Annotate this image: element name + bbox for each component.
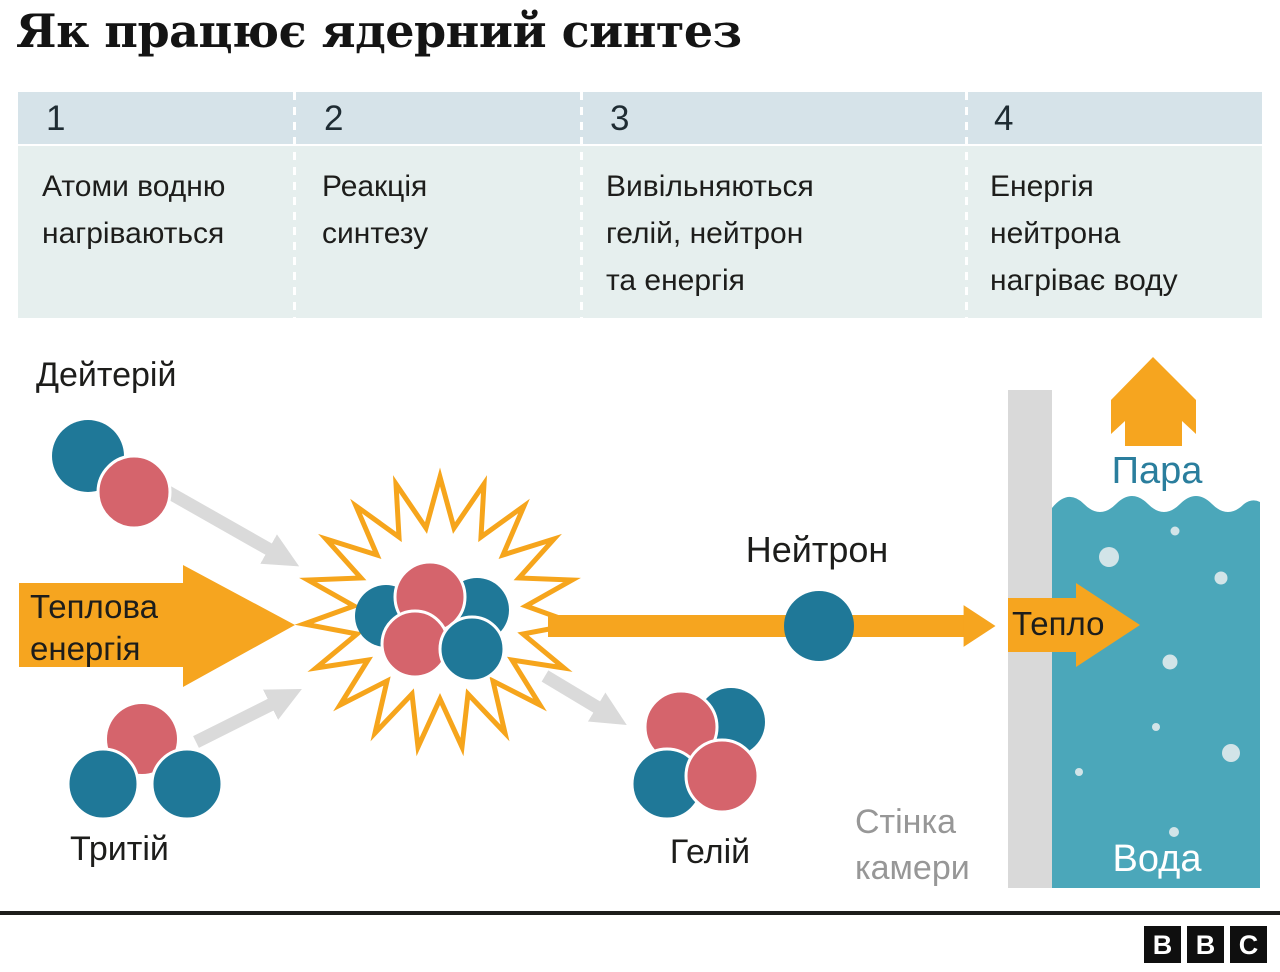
bubble xyxy=(1170,526,1180,536)
water-body xyxy=(1052,496,1260,888)
step-number-1: 1 xyxy=(46,99,66,138)
tritium-neutron-particle-2 xyxy=(150,747,224,821)
step-number-2: 2 xyxy=(324,99,344,138)
bubble xyxy=(1222,744,1240,762)
chamber-wall-label: Стінка камери xyxy=(855,803,970,887)
tritium-label: Тритій xyxy=(70,830,169,868)
step-text-4: Енергія нейтрона нагріває воду xyxy=(990,170,1178,297)
helium-particle-4 xyxy=(684,738,760,814)
step-text-3: Вивільняються гелій, нейтрон та енергія xyxy=(606,170,814,297)
step-text-1: Атоми водню нагріваються xyxy=(42,170,226,250)
deuterium-proton-particle xyxy=(96,454,172,530)
bubble xyxy=(1099,547,1119,567)
bubble xyxy=(1162,654,1178,670)
footer-divider xyxy=(0,911,1280,915)
deuterium-arrow xyxy=(164,486,300,567)
neutron-label: Нейтрон xyxy=(745,529,889,570)
tritium-arrow xyxy=(193,689,302,748)
helium-arrow xyxy=(541,670,627,726)
heat-arrow xyxy=(1008,583,1140,667)
page-title: Як працює ядерний синтез xyxy=(16,4,742,58)
step-number-4: 4 xyxy=(994,99,1014,138)
neutron-particle xyxy=(784,591,854,661)
nucleus-particle-5 xyxy=(438,615,506,683)
bbc-logo-block-3: C xyxy=(1230,926,1267,963)
thermal-energy-label: Теплова енергія xyxy=(30,588,159,667)
step-text-2: Реакція синтезу xyxy=(322,170,429,250)
steps-header-band xyxy=(18,92,1262,144)
step-number-3: 3 xyxy=(610,99,630,138)
steps-body-band xyxy=(18,146,1262,318)
bubble xyxy=(1169,827,1179,837)
bbc-logo-block-2: B xyxy=(1187,926,1224,963)
steam-label: Пара xyxy=(1111,450,1203,492)
bubble xyxy=(1214,571,1228,585)
deuterium-label: Дейтерій xyxy=(36,356,177,394)
tritium-neutron-particle-1 xyxy=(66,747,140,821)
bubble xyxy=(1152,723,1160,731)
water-label: Вода xyxy=(1112,838,1202,880)
helium-label: Гелій xyxy=(669,833,751,871)
bbc-logo-block-1: B xyxy=(1144,926,1181,963)
nucleus-particle-4 xyxy=(380,609,450,679)
steam-arrow xyxy=(1111,357,1196,446)
heat-label: Тепло xyxy=(1012,605,1105,642)
bubble xyxy=(1075,768,1083,776)
thermal-energy-arrow xyxy=(19,565,295,687)
